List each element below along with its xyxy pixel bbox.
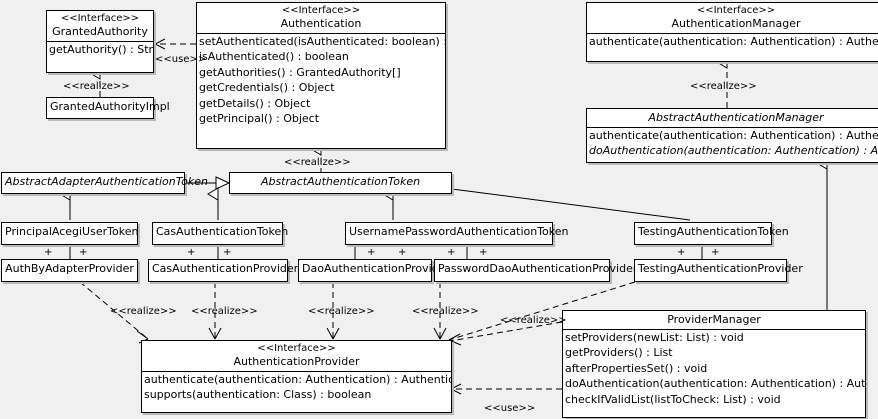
class-abstract-authentication-token[interactable]: AbstractAuthenticationToken bbox=[229, 172, 452, 194]
class-authentication-provider[interactable]: <<Interface>> AuthenticationProvider aut… bbox=[141, 340, 452, 413]
method: afterPropertiesSet() : void bbox=[565, 361, 708, 375]
method: setAuthenticated(isAuthenticated: boolea… bbox=[199, 35, 445, 48]
label-realize-granted-authority-impl: <<realize>> bbox=[63, 81, 130, 92]
class-testing-authentication-token[interactable]: TestingAuthenticationToken bbox=[634, 222, 789, 245]
method-compartment: getAuthority() : String bbox=[47, 41, 153, 57]
class-name: AuthByAdapterProvider bbox=[5, 262, 134, 275]
class-granted-authority[interactable]: <<Interface>> GrantedAuthority getAuthor… bbox=[46, 10, 154, 73]
class-name: TestingAuthenticationProvider bbox=[638, 262, 803, 275]
class-header: AbstractAuthenticationManager bbox=[587, 109, 878, 127]
association-visibility-marker: + bbox=[711, 247, 720, 258]
method-compartment: authenticate(authentication: Authenticat… bbox=[587, 33, 878, 49]
method: getCredentials() : Object bbox=[199, 81, 335, 95]
association-visibility-marker: + bbox=[367, 247, 376, 258]
class-name: AuthenticationProvider bbox=[233, 355, 360, 368]
method-compartment: setProviders(newList: List) : void getPr… bbox=[563, 329, 865, 407]
class-name: CasAuthenticationProvider bbox=[152, 262, 299, 275]
method: getPrincipal() : Object bbox=[199, 112, 320, 126]
method-compartment: authenticate(authentication: Authenticat… bbox=[587, 127, 878, 159]
method: isAuthenticated() : boolean bbox=[199, 50, 349, 64]
class-header: ProviderManager bbox=[563, 311, 865, 329]
label-use-provider-manager: <<use>> bbox=[484, 403, 536, 414]
class-name: AbstractAdapterAuthenticationToken bbox=[5, 175, 208, 188]
class-name: DaoAuthenticationProvider bbox=[302, 262, 450, 275]
association-visibility-marker: + bbox=[398, 247, 407, 258]
method: authenticate(authentication: Authenticat… bbox=[589, 129, 878, 142]
association-visibility-marker: + bbox=[677, 247, 686, 258]
method: getAuthorities() : GrantedAuthority[] bbox=[199, 65, 401, 79]
stereotype: <<Interface>> bbox=[257, 343, 336, 354]
label-use-authentication-granted-authority: <<use>> bbox=[155, 54, 207, 65]
method: authenticate(authentication: Authenticat… bbox=[144, 373, 451, 386]
class-name: TestingAuthenticationToken bbox=[638, 225, 789, 238]
class-name: AuthenticationManager bbox=[671, 17, 801, 30]
label-realize-cas-provider: <<realize>> bbox=[191, 306, 258, 317]
method: setProviders(newList: List) : void bbox=[565, 331, 744, 344]
association-visibility-marker: + bbox=[223, 247, 232, 258]
association-visibility-marker: + bbox=[479, 247, 488, 258]
class-abstract-adapter-authentication-token[interactable]: AbstractAdapterAuthenticationToken bbox=[1, 172, 208, 194]
method: getDetails() : Object bbox=[199, 96, 311, 110]
class-name: PrincipalAcegiUserToken bbox=[5, 225, 139, 238]
class-password-dao-authentication-provider[interactable]: PasswordDaoAuthenticationProvider bbox=[434, 259, 638, 282]
label-realize-abstract-authentication-manager: <<realize>> bbox=[690, 81, 757, 92]
class-name: AbstractAuthenticationToken bbox=[260, 175, 421, 188]
class-testing-authentication-provider[interactable]: TestingAuthenticationProvider bbox=[634, 259, 803, 282]
class-header: <<Interface>> GrantedAuthority bbox=[47, 11, 153, 41]
class-granted-authority-impl[interactable]: GrantedAuthorityImpl bbox=[46, 97, 170, 119]
method: checkIfValidList(listToCheck: List) : vo… bbox=[565, 392, 781, 406]
label-realize-password-dao-provider: <<realize>> bbox=[412, 306, 479, 317]
method-compartment: authenticate(authentication: Authenticat… bbox=[142, 371, 451, 403]
association-visibility-marker: + bbox=[187, 247, 196, 258]
class-name: Authentication bbox=[280, 17, 362, 30]
class-username-password-authentication-token[interactable]: UsernamePasswordAuthenticationToken bbox=[345, 222, 569, 245]
class-cas-authentication-token[interactable]: CasAuthenticationToken bbox=[152, 222, 289, 245]
label-realize-auth-by-adapter-provider: <<realize>> bbox=[110, 306, 177, 317]
method: getAuthority() : String bbox=[49, 43, 153, 56]
class-header: <<Interface>> AuthenticationManager bbox=[587, 3, 878, 33]
class-authentication-manager[interactable]: <<Interface>> AuthenticationManager auth… bbox=[586, 2, 878, 62]
method: supports(authentication: Class) : boolea… bbox=[144, 388, 372, 402]
association-visibility-marker: + bbox=[79, 247, 88, 258]
stereotype: <<Interface>> bbox=[281, 5, 361, 16]
class-name: GrantedAuthorityImpl bbox=[50, 100, 170, 113]
stereotype: <<Interface>> bbox=[60, 13, 140, 24]
method-compartment: setAuthenticated(isAuthenticated: boolea… bbox=[197, 33, 445, 126]
method: doAuthentication(authentication: Authent… bbox=[565, 377, 865, 391]
label-realize-provider-manager: <<realize>> bbox=[500, 315, 567, 326]
class-name: ProviderManager bbox=[667, 313, 761, 326]
label-realize-abstract-authentication-token: <<realize>> bbox=[284, 157, 351, 168]
class-header: <<Interface>> Authentication bbox=[197, 3, 445, 33]
class-dao-authentication-provider[interactable]: DaoAuthenticationProvider bbox=[298, 259, 450, 282]
association-visibility-marker: + bbox=[447, 247, 456, 258]
class-name: AbstractAuthenticationManager bbox=[648, 111, 824, 124]
class-name: CasAuthenticationToken bbox=[156, 225, 289, 238]
stereotype: <<Interface>> bbox=[696, 5, 776, 16]
label-realize-dao-provider: <<realize>> bbox=[308, 306, 375, 317]
class-principal-acegi-user-token[interactable]: PrincipalAcegiUserToken bbox=[1, 222, 138, 245]
method: getProviders() : List bbox=[565, 346, 673, 360]
method: authenticate(authentication: Authenticat… bbox=[589, 35, 878, 48]
class-name: UsernamePasswordAuthenticationToken bbox=[349, 225, 569, 238]
class-authentication[interactable]: <<Interface>> Authentication setAuthenti… bbox=[196, 2, 446, 149]
class-name: PasswordDaoAuthenticationProvider bbox=[438, 262, 638, 275]
association-visibility-marker: + bbox=[44, 247, 53, 258]
method: doAuthentication(authentication: Authent… bbox=[589, 144, 878, 158]
class-name: GrantedAuthority bbox=[52, 25, 148, 38]
class-auth-by-adapter-provider[interactable]: AuthByAdapterProvider bbox=[1, 259, 138, 282]
class-abstract-authentication-manager[interactable]: AbstractAuthenticationManager authentica… bbox=[586, 108, 878, 163]
class-cas-authentication-provider[interactable]: CasAuthenticationProvider bbox=[148, 259, 299, 282]
class-header: <<Interface>> AuthenticationProvider bbox=[142, 341, 451, 371]
class-provider-manager[interactable]: ProviderManager setProviders(newList: Li… bbox=[562, 310, 866, 418]
